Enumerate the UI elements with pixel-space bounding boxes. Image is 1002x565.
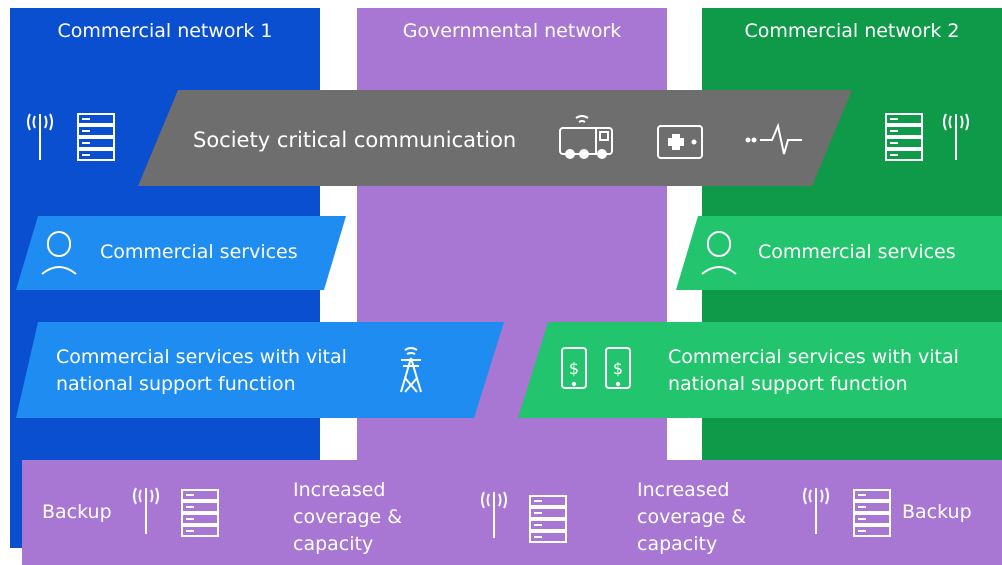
server-icon [77, 113, 115, 161]
commercial-services-left-label: Commercial services [100, 241, 298, 263]
antenna-icon [943, 113, 969, 160]
heartbeat-icon [745, 122, 802, 155]
antenna-icon [27, 113, 53, 160]
server-icon [181, 489, 219, 537]
vital-services-right-line1: Commercial services with vital [668, 346, 959, 368]
server-icon [885, 113, 923, 161]
svg-text:$: $ [613, 359, 623, 378]
antenna-icon [803, 487, 829, 534]
server-icon [853, 489, 891, 537]
coverage-left-line2: coverage & [293, 506, 403, 528]
commercial-services-band-right [676, 216, 1002, 290]
coverage-left-line3: capacity [293, 533, 374, 555]
svg-text:$: $ [569, 359, 579, 378]
commercial-network-2-title: Commercial network 2 [744, 20, 960, 42]
commercial-services-band-left [16, 216, 346, 290]
antenna-icon [133, 487, 159, 534]
bus-icon [559, 115, 613, 159]
medical-kit-icon [657, 125, 703, 159]
power-tower-icon [400, 347, 422, 393]
mobile-payment-icon: $ $ [561, 347, 631, 389]
user-icon [41, 231, 77, 275]
user-icon [701, 231, 737, 275]
antenna-icon [481, 491, 507, 538]
society-critical-band [138, 90, 852, 186]
coverage-right-line1: Increased [637, 479, 730, 501]
coverage-left-line1: Increased [293, 479, 386, 501]
vital-services-band-right [518, 322, 1002, 418]
coverage-right-line3: capacity [637, 533, 718, 555]
governmental-network-title: Governmental network [402, 20, 622, 42]
backup-right-label: Backup [902, 501, 972, 523]
society-critical-label: Society critical communication [193, 128, 517, 152]
backup-left-label: Backup [42, 501, 112, 523]
coverage-right-line2: coverage & [637, 506, 747, 528]
vital-services-left-line1: Commercial services with vital [56, 346, 347, 368]
server-icon [529, 495, 567, 543]
vital-services-left-line2: national support function [56, 373, 296, 395]
vital-services-right-line2: national support function [668, 373, 908, 395]
commercial-services-right-label: Commercial services [758, 241, 956, 263]
commercial-network-1-title: Commercial network 1 [57, 20, 273, 42]
vital-services-band-left [16, 322, 504, 418]
